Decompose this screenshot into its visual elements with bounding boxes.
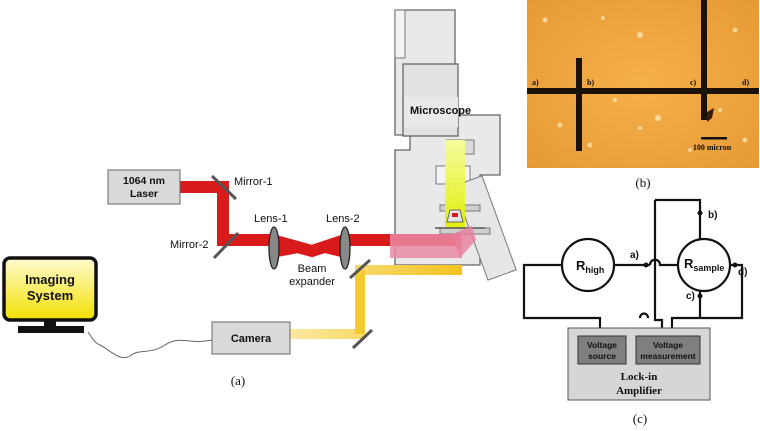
caption-a: (a) [231, 373, 245, 388]
mirror-2-label: Mirror-2 [170, 239, 209, 251]
node-b-label: b) [708, 210, 717, 221]
microscope-body [394, 9, 517, 281]
scale-bar-label: 100 micron [693, 143, 732, 152]
dichroic-mirror-icon [348, 258, 372, 280]
r-high-label: Rhigh [576, 258, 604, 275]
point-c-label: c) [690, 78, 697, 87]
laser-label-line1: 1064 nm [123, 175, 165, 187]
panel-c-circuit: Rhigh Rsample a) b) c) d) Voltage source… [522, 198, 747, 426]
laser-box [107, 169, 181, 205]
caption-c: (c) [633, 411, 647, 426]
point-a-label: a) [532, 78, 539, 87]
voltage-source-line1: Voltage [587, 340, 617, 350]
electrode-b [576, 58, 582, 151]
node-c-label: c) [686, 291, 695, 302]
beam-expander-label-line2: expander [289, 276, 335, 288]
lens-2-label: Lens-2 [326, 213, 360, 225]
lens-1-label: Lens-1 [254, 213, 288, 225]
voltage-measurement-line2: measurement [640, 351, 695, 361]
r-sample-resistor [676, 237, 732, 293]
voltage-measurement-box [635, 335, 701, 365]
voltage-source-box [577, 335, 627, 365]
imaging-system-monitor [2, 256, 98, 333]
node-d-label: d) [738, 267, 747, 278]
lockin-label-line2: Amplifier [616, 385, 662, 397]
point-d-label: d) [742, 78, 749, 87]
imaging-label-line1: Imaging [25, 272, 75, 287]
camera-box [211, 321, 291, 355]
camera-label: Camera [231, 333, 272, 345]
voltage-source-line2: source [588, 351, 616, 361]
lens-2-icon [339, 226, 351, 270]
mirror-2-icon [212, 231, 240, 260]
mirror-1-label: Mirror-1 [234, 176, 273, 188]
r-sample-label: Rsample [684, 256, 724, 273]
camera-mirror-icon [351, 328, 374, 350]
node-a-label: a) [630, 250, 639, 261]
laser-label-line2: Laser [130, 188, 158, 200]
point-b-label: b) [587, 78, 594, 87]
voltage-measurement-line1: Voltage [653, 340, 683, 350]
imaging-label-line2: System [27, 288, 73, 303]
lens-1-icon [268, 226, 280, 270]
beam-expander-label-line1: Beam [298, 263, 327, 275]
lockin-label-line1: Lock-in [621, 371, 658, 383]
microscope-label: Microscope [410, 105, 471, 117]
electrode-c [701, 0, 707, 120]
scale-bar [701, 137, 727, 140]
mirror-1-icon [210, 174, 238, 201]
electrode-horizontal [527, 88, 759, 94]
camera-cable [87, 331, 213, 359]
panel-a-setup: Microscope 1064 nm Laser Mirror-1 Mirror… [2, 9, 517, 388]
r-high-resistor [560, 237, 616, 293]
micrograph-image [527, 0, 759, 168]
panel-b-micrograph: 100 micron a) b) c) d) (b) [527, 0, 759, 190]
caption-b: (b) [635, 175, 650, 190]
